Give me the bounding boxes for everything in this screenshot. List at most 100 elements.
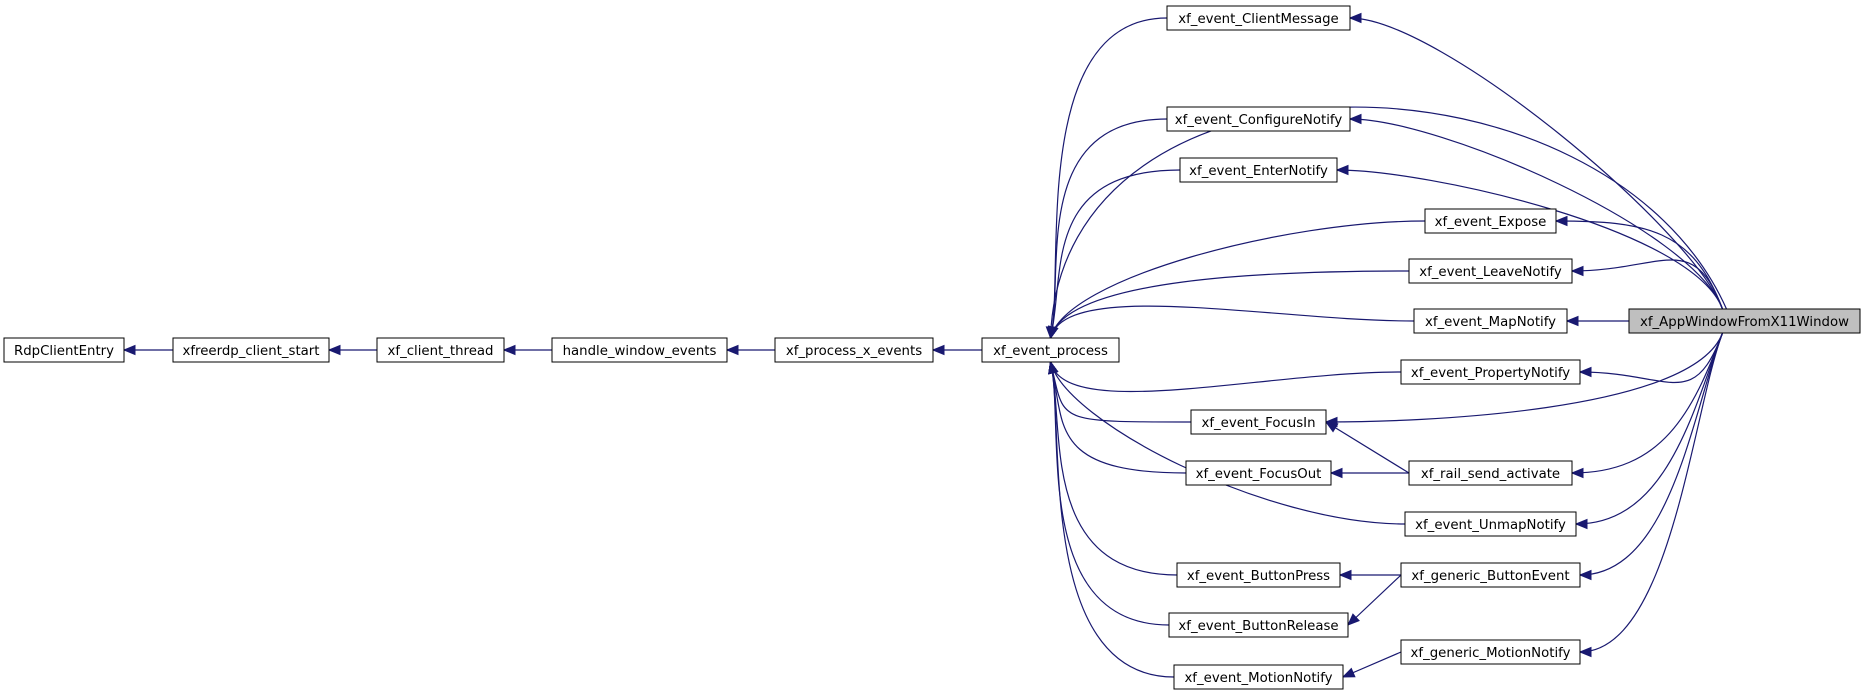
node-xf-event-configurenotify[interactable]: xf_event_ConfigureNotify <box>1166 106 1351 132</box>
arrowhead-icon <box>1348 113 1362 125</box>
node-xf-event-buttonpress[interactable]: xf_event_ButtonPress <box>1176 562 1341 588</box>
edge-xf-process-x-events-to-handle-window-events <box>725 344 775 356</box>
node-xf-process-x-events[interactable]: xf_process_x_events <box>774 337 934 363</box>
node-xf-event-process[interactable]: xf_event_process <box>981 337 1120 363</box>
node-xfreerdp-client-start[interactable]: xfreerdp_client_start <box>172 337 330 363</box>
edge-line <box>1049 305 1415 339</box>
node-label: xf_generic_ButtonEvent <box>1411 569 1569 584</box>
edge-line <box>1579 332 1724 576</box>
node-xf-event-expose[interactable]: xf_event_Expose <box>1424 208 1557 234</box>
node-xf-event-unmapnotify[interactable]: xf_event_UnmapNotify <box>1404 511 1577 537</box>
edge-line <box>1555 220 1724 310</box>
arrowhead-icon <box>1324 416 1338 428</box>
edge-line <box>1049 361 1402 393</box>
node-label: xf_event_ButtonPress <box>1187 569 1330 584</box>
node-xf-event-buttonrelease[interactable]: xf_event_ButtonRelease <box>1168 612 1349 638</box>
node-label: xf_event_PropertyNotify <box>1411 366 1570 381</box>
arrowhead-icon <box>1341 667 1356 678</box>
node-label: handle_window_events <box>563 344 717 359</box>
edge-xf-generic-buttonevent-to-xf-event-buttonpress <box>1338 569 1401 581</box>
node-xf-appwindowfromx11window[interactable]: xf_AppWindowFromX11Window <box>1628 308 1861 334</box>
edge-line <box>1049 270 1410 339</box>
node-label: xf_event_ClientMessage <box>1178 12 1339 27</box>
arrowhead-icon <box>1574 518 1588 530</box>
edge-xf-appwindowfromx11window-to-xf-event-propertynotify <box>1578 332 1724 384</box>
node-xf-event-enternotify[interactable]: xf_event_EnterNotify <box>1179 157 1338 183</box>
node-xf-event-focusin[interactable]: xf_event_FocusIn <box>1190 409 1327 435</box>
edge-xf-appwindowfromx11window-to-xf-event-leavenotify <box>1570 259 1724 310</box>
node-label: xf_client_thread <box>388 344 494 359</box>
node-label: xf_AppWindowFromX11Window <box>1640 315 1849 330</box>
edge-xf-appwindowfromx11window-to-xf-generic-motionnotify <box>1578 332 1724 658</box>
node-label: xf_event_EnterNotify <box>1189 164 1328 179</box>
node-label: xf_event_MapNotify <box>1425 315 1556 330</box>
arrowhead-icon <box>502 344 516 356</box>
edge-xf-client-thread-to-xfreerdp-client-start <box>327 344 377 356</box>
edge-line <box>1049 118 1168 339</box>
edge-xf-appwindowfromx11window-to-xf-generic-buttonevent <box>1578 332 1724 581</box>
arrowhead-icon <box>1578 646 1592 658</box>
arrowhead-icon <box>1570 467 1584 479</box>
edge-line <box>1049 361 1170 626</box>
edge-line <box>1049 361 1175 678</box>
edge-xf-event-expose-to-xf-event-process <box>1048 220 1426 340</box>
edge-layer <box>122 12 1728 678</box>
node-label: xf_event_process <box>993 344 1108 359</box>
node-label: xf_event_LeaveNotify <box>1419 265 1562 280</box>
node-xf-event-propertynotify[interactable]: xf_event_PropertyNotify <box>1400 359 1581 385</box>
node-layer: RdpClientEntry xfreerdp_client_start xf_… <box>3 5 1861 690</box>
node-rdp-client-entry[interactable]: RdpClientEntry <box>3 337 125 363</box>
node-label: xf_event_ButtonRelease <box>1178 619 1338 634</box>
edge-line <box>1325 332 1724 423</box>
node-xf-generic-buttonevent[interactable]: xf_generic_ButtonEvent <box>1400 562 1581 588</box>
edge-line <box>1049 361 1187 474</box>
edge-xf-appwindowfromx11window-to-xf-event-configurenotify <box>1348 113 1724 310</box>
node-xf-event-motionnotify[interactable]: xf_event_MotionNotify <box>1173 664 1344 690</box>
edge-line <box>1336 169 1724 310</box>
node-xf-event-clientmessage[interactable]: xf_event_ClientMessage <box>1166 5 1351 31</box>
node-label: xf_event_Expose <box>1435 215 1547 230</box>
edge-xf-event-process-to-xf-process-x-events <box>931 344 982 356</box>
arrowhead-icon <box>327 344 341 356</box>
arrowhead-icon <box>122 344 136 356</box>
node-xf-client-thread[interactable]: xf_client_thread <box>376 337 505 363</box>
edge-xf-appwindowfromx11window-to-xf-event-mapnotify <box>1565 315 1629 327</box>
arrowhead-icon <box>1578 569 1592 581</box>
arrowhead-icon <box>1335 164 1349 176</box>
node-label: xf_event_FocusIn <box>1201 416 1315 431</box>
edge-xf-appwindowfromx11window-to-xf-event-focusin <box>1324 332 1724 428</box>
edge-xf-appwindowfromx11window-to-xf-event-expose <box>1554 215 1724 310</box>
node-xf-generic-motionnotify[interactable]: xf_generic_MotionNotify <box>1400 639 1581 665</box>
edge-line <box>1049 361 1192 423</box>
arrowhead-icon <box>1048 325 1059 340</box>
edge-xf-appwindowfromx11window-to-xf-event-unmapnotify <box>1574 332 1724 530</box>
edge-xf-event-configurenotify-to-xf-event-process <box>1048 118 1168 340</box>
node-xf-event-leavenotify[interactable]: xf_event_LeaveNotify <box>1408 258 1573 284</box>
arrowhead-icon <box>1570 265 1584 277</box>
arrowhead-icon <box>1554 215 1568 227</box>
edge-line <box>1049 361 1178 576</box>
edge-xf-rail-send-activate-to-xf-event-focusout <box>1329 467 1409 479</box>
edge-line <box>1049 169 1181 339</box>
arrowhead-icon <box>1578 366 1592 378</box>
node-xf-event-focusout[interactable]: xf_event_FocusOut <box>1185 460 1332 486</box>
arrowhead-icon <box>1338 569 1352 581</box>
arrowhead-icon <box>1329 467 1343 479</box>
arrowhead-icon <box>1048 360 1059 375</box>
edge-xf-event-leavenotify-to-xf-event-process <box>1048 270 1410 340</box>
node-xf-event-mapnotify[interactable]: xf_event_MapNotify <box>1413 308 1568 334</box>
edge-handle-window-events-to-xf-client-thread <box>502 344 552 356</box>
edge-line <box>1579 332 1724 384</box>
node-xf-rail-send-activate[interactable]: xf_rail_send_activate <box>1408 460 1573 486</box>
edge-xfreerdp-client-start-to-rdp-client-entry <box>122 344 173 356</box>
edge-line <box>1349 118 1724 310</box>
edge-xf-rail-send-activate-to-xf-event-focusin <box>1324 421 1410 474</box>
edge-line <box>1347 574 1402 626</box>
edge-line <box>1325 421 1410 474</box>
node-label: xf_event_UnmapNotify <box>1415 518 1566 533</box>
node-label: xf_event_MotionNotify <box>1184 671 1332 686</box>
node-label: RdpClientEntry <box>14 344 114 359</box>
node-handle-window-events[interactable]: handle_window_events <box>551 337 728 363</box>
edge-xf-event-mapnotify-to-xf-event-process <box>1048 305 1415 340</box>
